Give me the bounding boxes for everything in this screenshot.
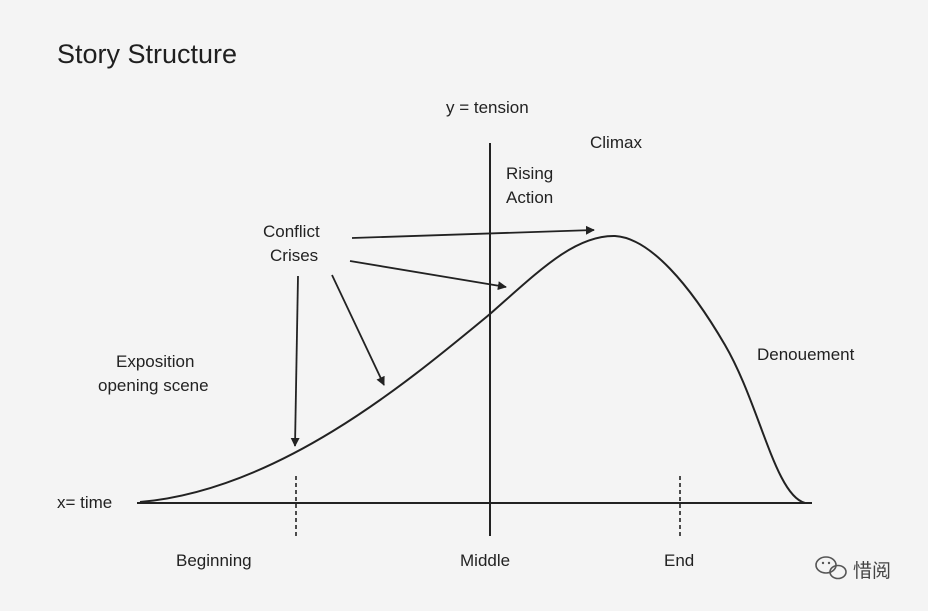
phase-middle-label: Middle	[460, 551, 510, 570]
arrow-to-rising-action	[349, 260, 507, 291]
exposition-label-line1: Exposition	[116, 352, 194, 371]
watermark-text: 惜阅	[853, 560, 891, 582]
conflict-label-line1: Conflict	[263, 222, 320, 241]
conflict-label-line2: Crises	[270, 246, 318, 265]
phase-beginning-label: Beginning	[176, 551, 252, 570]
x-axis-label: x= time	[57, 493, 112, 512]
arrow-to-mid-curve	[331, 274, 385, 386]
wechat-icon	[815, 556, 847, 580]
phase-end-label: End	[664, 551, 694, 570]
rising-action-label-line2: Action	[506, 188, 553, 207]
tension-curve	[139, 234, 806, 504]
y-axis-label: y = tension	[446, 98, 529, 117]
page-title: Story Structure	[57, 39, 237, 69]
arrow-to-early-curve	[290, 275, 300, 447]
rising-action-label-line1: Rising	[506, 164, 553, 183]
climax-label: Climax	[590, 133, 642, 152]
arrow-to-climax	[351, 225, 595, 239]
exposition-label-line2: opening scene	[98, 376, 209, 395]
watermark: 惜阅	[815, 556, 891, 582]
denouement-label: Denouement	[757, 345, 855, 364]
